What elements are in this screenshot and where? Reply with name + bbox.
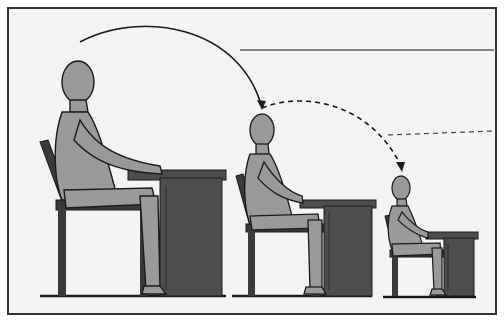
foot-medium [304,287,326,294]
head-large [62,61,94,103]
head-medium [250,114,274,146]
shin-small [432,248,442,291]
head-small [392,176,410,200]
shin-medium [308,220,322,290]
